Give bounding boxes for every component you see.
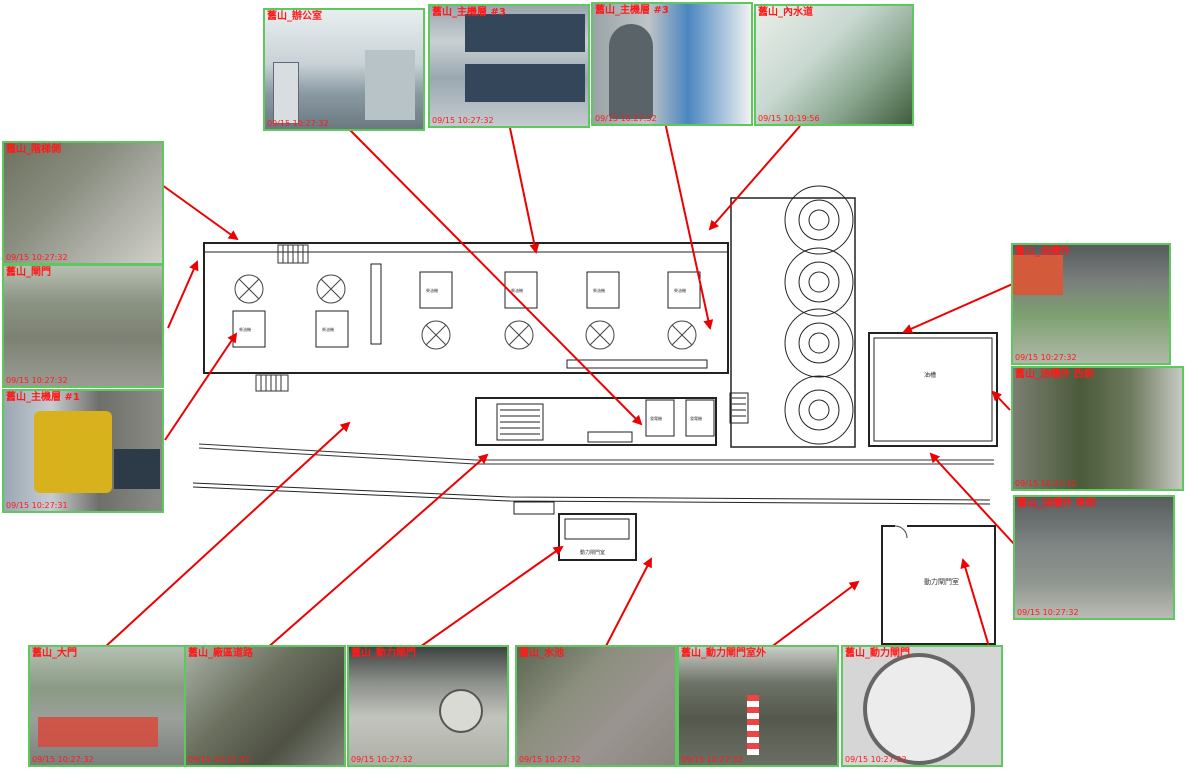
camera-timestamp: 09/15 10:27:32 [1017, 608, 1079, 617]
camera-feed-plant-road[interactable]: 舊山_廠區道路 09/15 10:27:32 [184, 645, 346, 767]
camera-timestamp: 09/15 10:27:32 [681, 755, 743, 764]
camera-label: 舊山_動力閘門 [845, 648, 910, 659]
camera-label: 舊山_階梯側 [6, 144, 61, 155]
camera-label: 舊山_內水道 [758, 7, 813, 18]
camera-feed-power-gate[interactable]: 舊山_動力閘門 09/15 10:27:32 [347, 645, 509, 767]
small-gate-room-label: 動力閘門室 [580, 549, 605, 556]
camera-timestamp: 09/15 10:27:32 [351, 755, 413, 764]
camera-label: 舊山_水池 [519, 648, 564, 659]
camera-timestamp: 09/15 10:27:32 [1015, 353, 1077, 362]
camera-label: 舊山_廠區道路 [188, 648, 253, 659]
camera-image [349, 647, 507, 765]
camera-feed-power-gate-room-exterior[interactable]: 舊山_動力閘門室外 09/15 10:27:32 [677, 645, 839, 767]
camera-feed-office[interactable]: 舊山_辦公室 09/15 10:27:32 [263, 8, 425, 131]
camera-label: 舊山_主機層 #3 [432, 7, 506, 18]
camera-feed-inner-waterway[interactable]: 舊山_內水道 09/15 10:19:56 [754, 4, 914, 126]
engine-label-4: 柴油機 [674, 287, 686, 293]
camera-label: 舊山_辦公室 [267, 11, 322, 22]
power-gate-room-label: 動力閘門室 [924, 577, 959, 586]
camera-label: 舊山_油槽外 西側 [1015, 369, 1094, 380]
camera-feed-water-pool[interactable]: 舊山_水池 09/15 10:27:32 [515, 645, 677, 767]
engine-label-5: 柴油機 [239, 326, 251, 332]
camera-image [4, 266, 162, 386]
camera-image [1015, 497, 1173, 618]
camera-label: 舊山_油槽外 [1015, 246, 1070, 257]
camera-timestamp: 09/15 10:27:32 [32, 755, 94, 764]
camera-image [517, 647, 675, 765]
camera-timestamp: 09/15 10:27:32 [6, 253, 68, 262]
camera-feed-machine-floor-3a[interactable]: 舊山_主機層 #3 09/15 10:27:32 [428, 4, 590, 128]
oil-tank-label: 油槽 [924, 371, 936, 379]
camera-label: 舊山_大門 [32, 648, 77, 659]
camera-timestamp: 09/15 10:19:56 [758, 114, 820, 123]
camera-image [1013, 368, 1182, 489]
camera-feed-gate[interactable]: 舊山_閘門 09/15 10:27:32 [2, 264, 164, 388]
generator-label-a: 發電機 [650, 415, 662, 421]
camera-timestamp: 09/15 10:27:31 [6, 501, 68, 510]
camera-timestamp: 09/15 10:27:32 [188, 755, 250, 764]
camera-feed-machine-floor-3b[interactable]: 舊山_主機層 #3 09/15 10:27:32 [591, 2, 753, 126]
camera-feed-oil-tank-east[interactable]: 舊山_油槽外 東側 09/15 10:27:32 [1013, 495, 1175, 620]
camera-label: 舊山_油槽外 東側 [1017, 498, 1096, 509]
camera-image [756, 6, 912, 124]
camera-label: 舊山_動力閘門室外 [681, 648, 766, 659]
engine-label-6: 柴油機 [322, 326, 334, 332]
generator-label-b: 發電機 [690, 415, 702, 421]
camera-feed-power-gate-gauge[interactable]: 舊山_動力閘門 09/15 10:27:32 [841, 645, 1003, 767]
camera-feed-main-entrance[interactable]: 舊山_大門 09/15 10:27:32 [28, 645, 186, 767]
plan-labels: 油槽 動力閘門室 動力閘門室 發電機 發電機 柴油機 柴油機 柴油機 柴油機 柴… [239, 287, 959, 586]
camera-label: 舊山_主機層 #1 [6, 392, 80, 403]
camera-timestamp: 09/15 10:27:32 [1015, 479, 1077, 488]
camera-label: 舊山_動力閘門 [351, 648, 416, 659]
engine-label-2: 柴油機 [511, 287, 523, 293]
camera-label: 舊山_閘門 [6, 267, 51, 278]
camera-image [186, 647, 344, 765]
camera-timestamp: 09/15 10:27:32 [267, 119, 329, 128]
camera-timestamp: 09/15 10:27:32 [432, 116, 494, 125]
camera-timestamp: 09/15 10:27:32 [595, 114, 657, 123]
camera-feed-stairway[interactable]: 舊山_階梯側 09/15 10:27:32 [2, 141, 164, 265]
camera-feed-oil-tank-exterior[interactable]: 舊山_油槽外 09/15 10:27:32 [1011, 243, 1171, 365]
camera-timestamp: 09/15 10:27:32 [519, 755, 581, 764]
building-outline [192, 185, 998, 645]
camera-image [4, 143, 162, 263]
camera-timestamp: 09/15 10:27:32 [6, 376, 68, 385]
camera-feed-machine-floor-1[interactable]: 舊山_主機層 #1 09/15 10:27:31 [2, 389, 164, 513]
camera-label: 舊山_主機層 #3 [595, 5, 669, 16]
engine-label-3: 柴油機 [593, 287, 605, 293]
camera-arrows [103, 121, 1018, 658]
camera-image [30, 647, 184, 765]
engine-label-1: 柴油機 [426, 287, 438, 293]
camera-timestamp: 09/15 10:27:32 [845, 755, 907, 764]
camera-feed-oil-tank-west[interactable]: 舊山_油槽外 西側 09/15 10:27:32 [1011, 366, 1184, 491]
